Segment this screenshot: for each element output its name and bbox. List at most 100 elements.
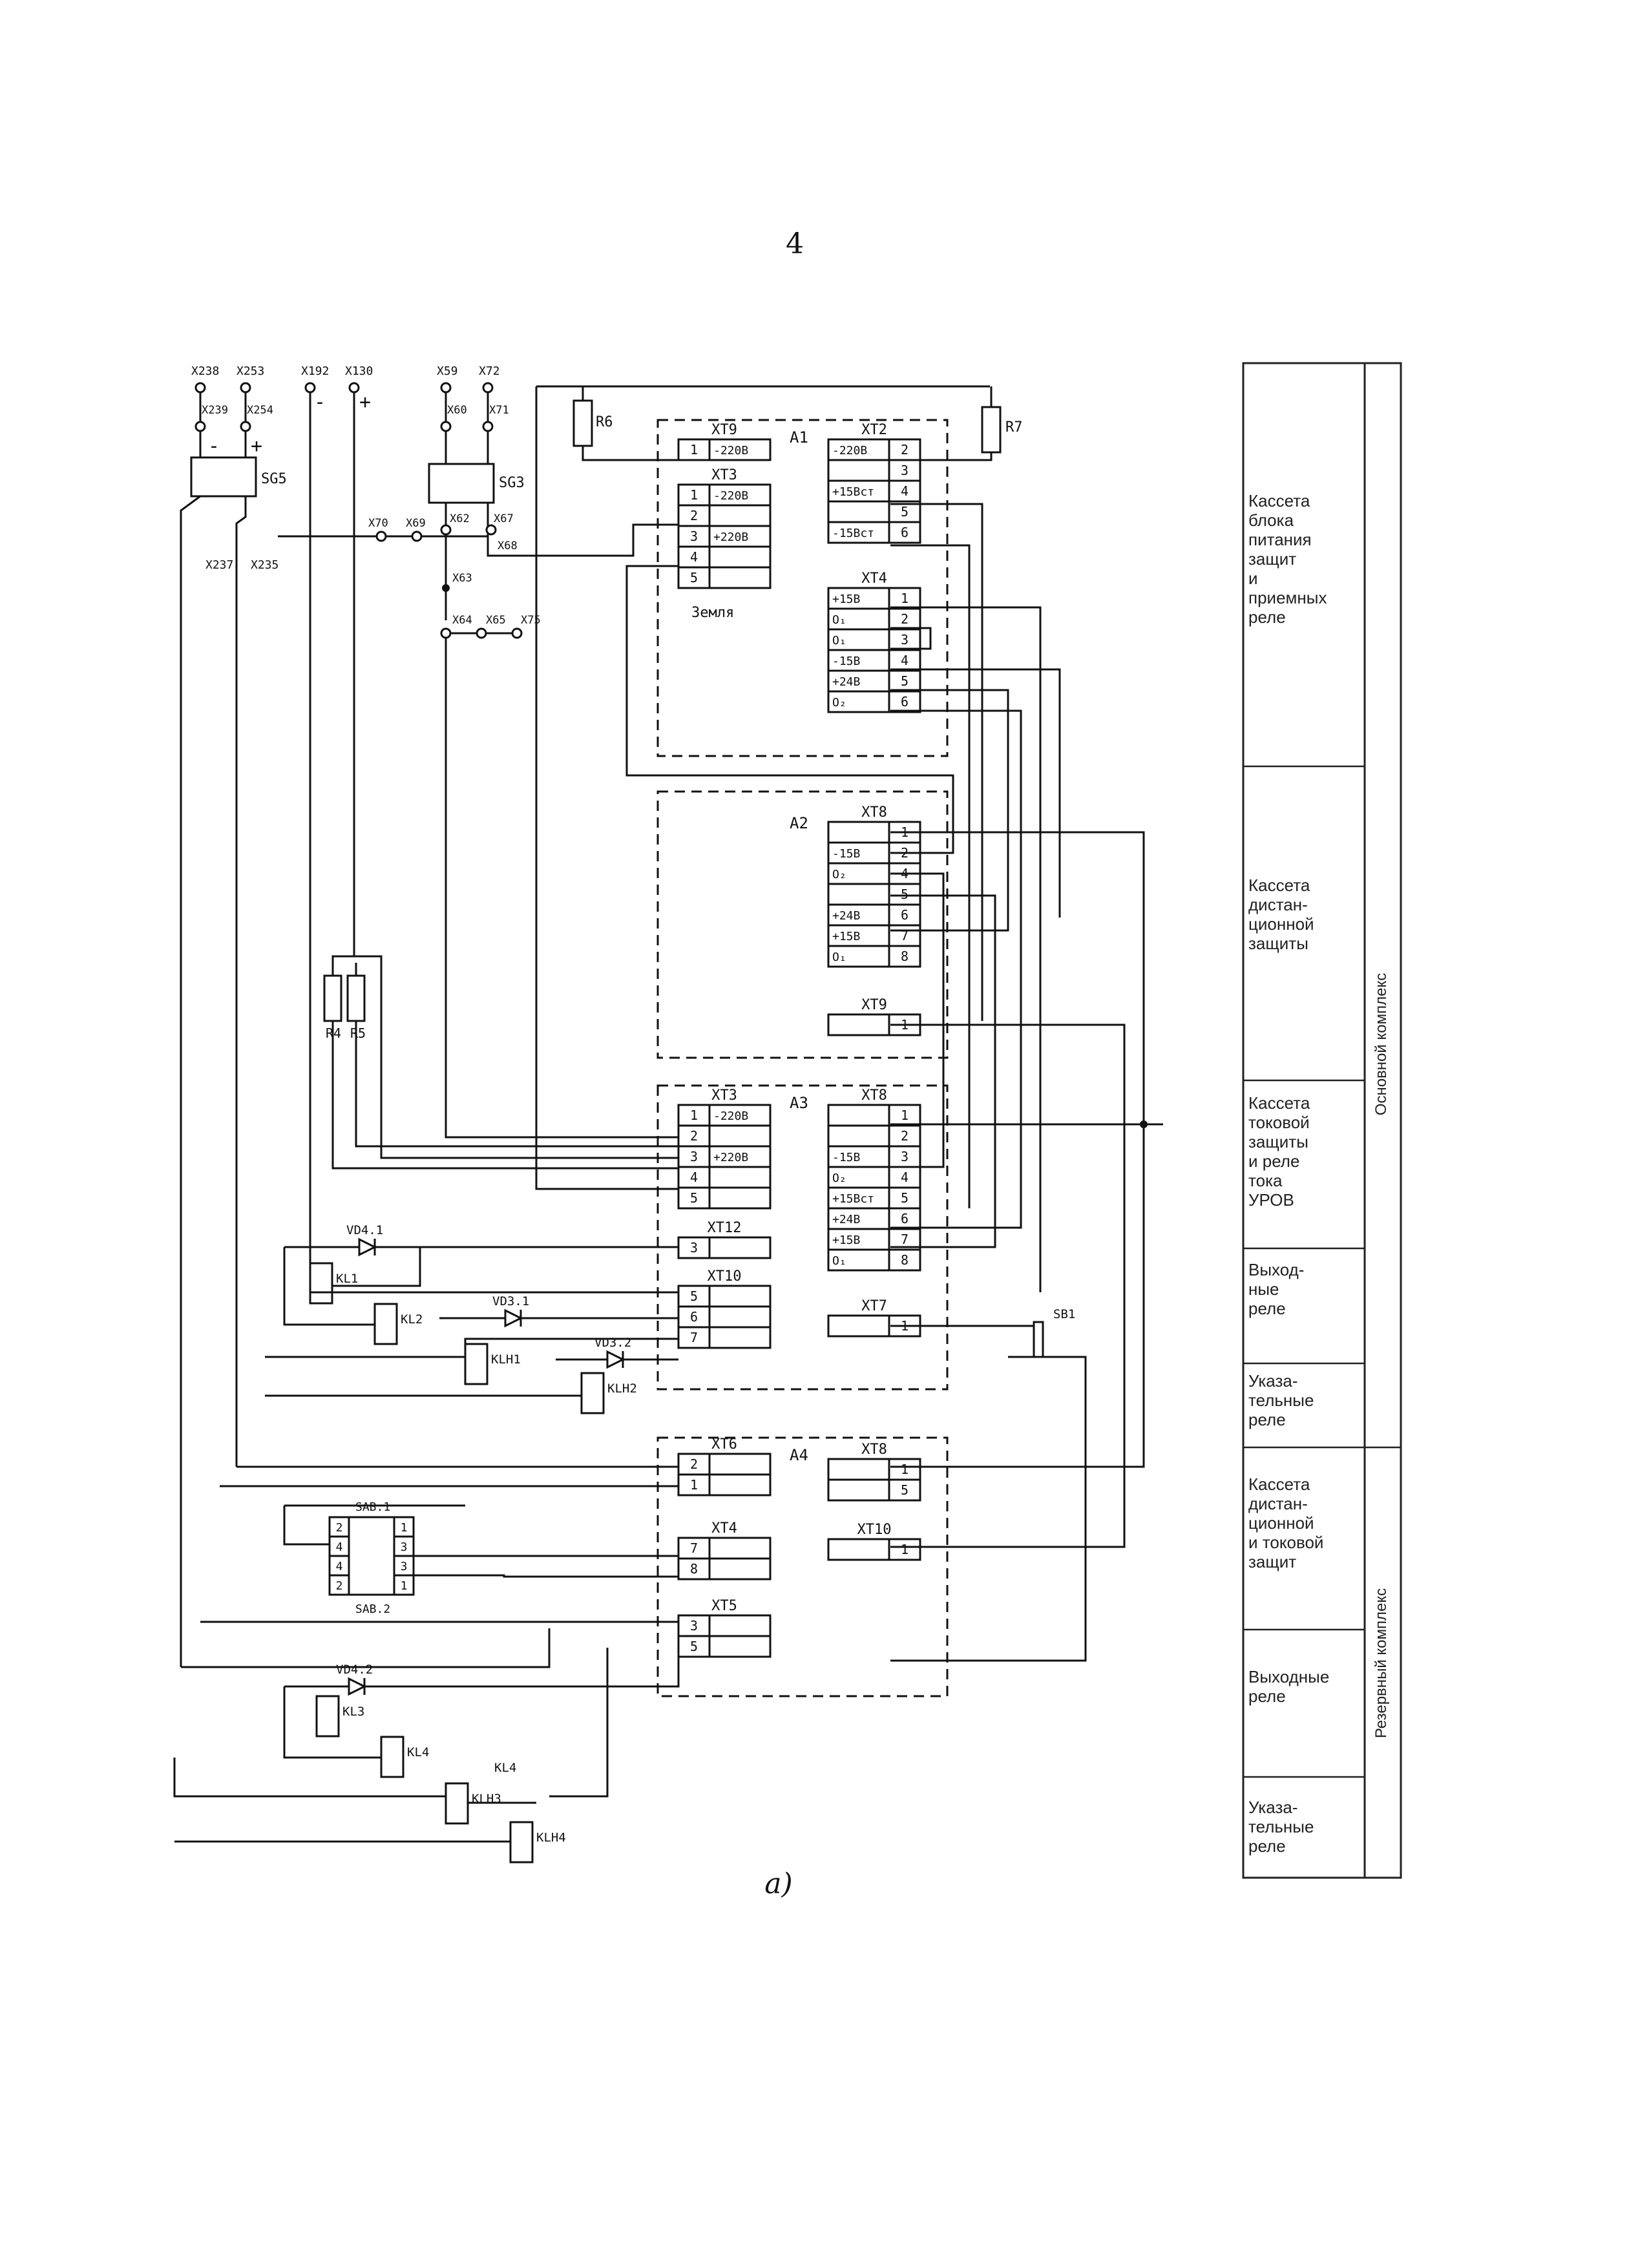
wire-x237	[180, 495, 201, 1667]
a3-xt3-pin: 3	[690, 1149, 698, 1164]
wire	[890, 627, 932, 650]
a2-xt8-pin: 2	[901, 845, 909, 861]
terminal-label: X253	[236, 364, 264, 378]
sab-pin: 2	[336, 1521, 343, 1535]
wire	[407, 1574, 678, 1578]
a3-xt8-signal: +15В	[832, 1234, 860, 1247]
wire	[890, 1356, 1087, 1662]
a1-xt4-signal: -15В	[832, 655, 860, 668]
a3-xt12-row	[677, 1236, 772, 1259]
legend-indicator-relays-main: Указа- тельные реле	[1248, 1371, 1314, 1429]
a2-xt8-pin: 7	[901, 928, 909, 943]
a4-xt4-row	[677, 1557, 772, 1580]
a2-xt8-signal: +24В	[832, 909, 860, 923]
sab-pin: 4	[336, 1540, 343, 1554]
a4-xt6-pin: 2	[690, 1456, 698, 1472]
a1-xt9-title: XT9	[711, 422, 737, 438]
terminal-ring	[440, 382, 452, 394]
kl2-relay-label: KL2	[401, 1312, 423, 1327]
a3-xt10-row	[677, 1326, 772, 1349]
terminal-ring	[482, 421, 494, 432]
legend-indicator-relays-reserve: Указа- тельные реле	[1248, 1798, 1314, 1856]
a1-xt9-signal: -220В	[713, 444, 748, 457]
a4-xt8-pin: 1	[901, 1462, 909, 1477]
a4-xt4-pin: 7	[690, 1540, 698, 1556]
page-number: 4	[786, 227, 804, 260]
legend-reserve-cassette: Кассета дистан- ционной и токовой защит	[1248, 1475, 1324, 1571]
a3-xt8-signal: -15В	[832, 1151, 860, 1164]
a4-xt10-title: XT10	[857, 1522, 892, 1538]
terminal-label: X130	[345, 364, 373, 378]
klh2-relay-label: KLH2	[607, 1381, 637, 1396]
wire	[890, 668, 1061, 918]
figure-caption: а)	[764, 1867, 793, 1900]
a1-xt2-signal: -15Вст	[832, 527, 874, 540]
a1-xt2-pin: 4	[901, 483, 909, 499]
legend-distance-cassette: Кассета дистан- ционной защиты	[1248, 876, 1314, 953]
kl2-relay	[373, 1303, 398, 1345]
r6-resistor	[572, 399, 593, 447]
polarity-label: -	[314, 391, 326, 414]
a3-xt8-pin: 7	[901, 1232, 909, 1247]
earth-label: Земля	[691, 605, 734, 621]
a1-xt2-title: XT2	[861, 422, 887, 438]
a3-xt7-title: XT7	[861, 1298, 887, 1314]
terminal-ring	[411, 530, 423, 542]
a4-xt6-row	[677, 1473, 772, 1496]
a1-xt2-signal: +15Вст	[832, 485, 874, 499]
a3-xt8-title: XT8	[861, 1087, 887, 1104]
a3-xt8-pin: 8	[901, 1252, 909, 1268]
a1-xt4-pin: 4	[901, 653, 909, 668]
a1-xt4-pin: 3	[901, 632, 909, 647]
terminal-label: X239	[202, 404, 228, 417]
a3-xt3-title: XT3	[711, 1087, 737, 1104]
a3-xt3-pin: 2	[690, 1128, 698, 1144]
sab-switch-body	[348, 1516, 395, 1596]
a3-xt3-pin: 4	[690, 1170, 698, 1185]
wire	[890, 1024, 1126, 1548]
a2-xt8-signal: O₁	[832, 950, 846, 964]
a2-xt8-pin: 5	[901, 887, 909, 902]
a1-xt3-pin: 1	[690, 487, 698, 503]
legend-table	[1242, 362, 1402, 1879]
wire	[890, 709, 1022, 1229]
a2-xt8-pin: 6	[901, 907, 909, 923]
a4-xt6-pin: 1	[690, 1477, 698, 1493]
terminal-label: X238	[191, 364, 219, 378]
wire	[283, 1506, 330, 1546]
kl1-relay-label: KL1	[336, 1272, 358, 1286]
a3-xt3-pin: 1	[690, 1108, 698, 1123]
a1-xt3-title: XT3	[711, 467, 737, 483]
sab2-label: SAB.2	[355, 1602, 390, 1616]
sab-pin: 1	[401, 1521, 408, 1535]
a3-xt8-signal: +15Вст	[832, 1192, 874, 1206]
cassette-a2-label: A2	[790, 814, 808, 832]
a3-xt8-signal: O₂	[832, 1171, 846, 1185]
wire-tag: X237	[205, 558, 233, 572]
a1-xt3-pin: 4	[690, 549, 698, 565]
a3-xt8-pin: 6	[901, 1211, 909, 1226]
vd4-2-diode	[348, 1677, 367, 1696]
terminal-ring	[240, 421, 251, 432]
wire	[549, 1648, 609, 1798]
a1-xt2-pin: 5	[901, 504, 909, 520]
a4-xt8-row	[827, 1478, 921, 1502]
a2-xt8-signal: O₂	[832, 868, 846, 881]
r6-label: R6	[596, 414, 613, 430]
labels: A1A2A3A4XT91-220ВXT31-220В23+220В45XT2-2…	[191, 364, 1075, 1845]
sg5-block	[190, 456, 257, 498]
sg3-block	[428, 463, 495, 504]
vd4-2-diode-label: VD4.2	[336, 1663, 373, 1677]
cassette-a1	[656, 419, 949, 757]
polarity-label: -	[208, 435, 220, 457]
wire	[181, 1628, 551, 1668]
klh3-relay-label: KLH3	[472, 1792, 501, 1806]
terminal-ring	[194, 421, 206, 432]
wire	[331, 955, 678, 1159]
a4-xt8-pin: 5	[901, 1482, 909, 1498]
a1-xt4-pin: 2	[901, 611, 909, 627]
a3-xt10-title: XT10	[708, 1268, 742, 1285]
a1-xt3-row	[677, 566, 772, 589]
terminal-label: X254	[247, 404, 273, 417]
cassette-a4-label: A4	[790, 1446, 808, 1464]
